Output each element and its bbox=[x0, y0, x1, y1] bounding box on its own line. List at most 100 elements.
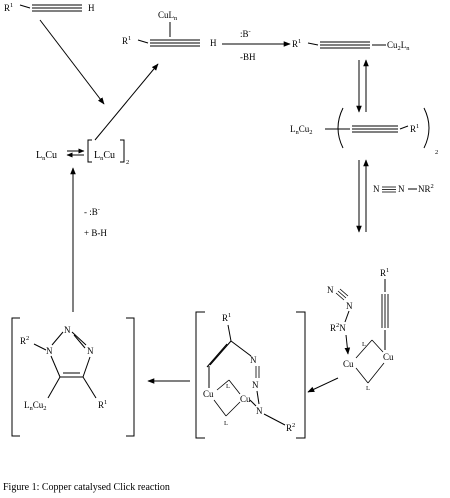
pi-complex-cu-label: CuLn bbox=[158, 10, 178, 22]
click-reaction-scheme: R1 H CuLn R1 H :B- -BH R1 Cu2Ln bbox=[4, 2, 438, 439]
complex-azide-n-top: N bbox=[327, 285, 334, 295]
triazolide-n-r2-bond bbox=[33, 343, 47, 351]
metallacycle-n1: N bbox=[250, 355, 257, 365]
acetylide-cu-label: Cu2Ln bbox=[387, 40, 410, 52]
metallacycle-n-cu-bond bbox=[249, 399, 257, 407]
triazolide-left-bracket bbox=[11, 317, 20, 437]
dimer-r-bond bbox=[399, 125, 409, 130]
pi-complex-h-label: H bbox=[210, 38, 217, 48]
complex-cu-left: Cu bbox=[343, 359, 354, 369]
copper-pi-complex: CuLn R1 H bbox=[122, 10, 217, 48]
metallacycle-alkene-2 bbox=[206, 343, 228, 368]
metallacycle-alkene-1 bbox=[209, 340, 232, 366]
triazolide-bond-n2-n3-a bbox=[71, 331, 87, 346]
metallacycle-cu-left: Cu bbox=[203, 389, 214, 399]
complex-azide-bond-a bbox=[335, 292, 345, 301]
triazolide-r2-label: R2 bbox=[20, 335, 29, 346]
metallacycle-l-bottom: L bbox=[224, 420, 228, 427]
complex-bridge-2 bbox=[371, 339, 384, 353]
complex-coordination-arrow bbox=[344, 334, 351, 355]
azide-nr2: NR2 bbox=[418, 183, 434, 194]
complex-bridge-1 bbox=[355, 339, 373, 359]
complex-azide-bond-b bbox=[337, 290, 347, 299]
cyclization-arrow bbox=[307, 377, 339, 393]
reprotonation-base-label: - :B- bbox=[84, 206, 100, 217]
dimer-azide-equilibrium bbox=[356, 159, 369, 233]
dimer-r-label: R1 bbox=[410, 123, 419, 134]
deprotonation-base-label: :B- bbox=[240, 28, 251, 39]
catalyst-dimer-count: 2 bbox=[126, 159, 129, 166]
metallacycle-r1-label: R1 bbox=[222, 312, 231, 323]
complex-cu-right: Cu bbox=[383, 352, 394, 362]
metallacycle-bridge-1 bbox=[216, 379, 230, 391]
dimer-cu-label: LnCu2 bbox=[290, 124, 313, 136]
metallacycle-bridge-2 bbox=[228, 379, 241, 395]
metallacycle-l-top: L bbox=[226, 383, 230, 390]
metallacycle-right-bracket bbox=[296, 311, 306, 439]
triazolide-n3: N bbox=[87, 346, 94, 356]
metallacycle-left-bracket bbox=[195, 311, 205, 439]
pi-complex-r-label: R1 bbox=[122, 35, 131, 46]
acetylide-dimer-equilibrium bbox=[356, 59, 369, 113]
triazolide-cu-label: LnCu2 bbox=[24, 400, 47, 412]
metallacycle-n2: N bbox=[252, 380, 259, 390]
dimer-count: 2 bbox=[435, 149, 438, 156]
triazolide-bond-n2-n1 bbox=[51, 331, 64, 346]
metallacycle-n-r2-bond bbox=[263, 413, 286, 426]
catalyst-dimer: LnCu bbox=[94, 150, 115, 162]
triazolide-c-cu-bond bbox=[47, 376, 61, 399]
organic-azide: N N NR2 bbox=[373, 183, 434, 194]
metallacycle-nn-single bbox=[256, 390, 260, 405]
metallacycle-c-n-bond bbox=[230, 340, 252, 357]
complex-azide-n-bond bbox=[344, 310, 350, 323]
acetylide-r-bond bbox=[307, 42, 319, 46]
complex-r1-label: R1 bbox=[380, 267, 389, 278]
copper-acetylide: R1 Cu2Ln bbox=[292, 38, 410, 52]
triazolide-r1-label: R1 bbox=[98, 399, 107, 410]
triazolide-c-r1-bond bbox=[82, 376, 97, 399]
alkyne-r-label: R1 bbox=[4, 2, 13, 13]
alkyne-to-catalyst-arrow bbox=[39, 19, 105, 105]
catalyst-to-pi-complex-arrow bbox=[94, 63, 159, 141]
dimer-left-paren bbox=[337, 107, 344, 149]
complex-azide-bond-c bbox=[339, 288, 349, 297]
copper-acetylide-dimer: LnCu2 R1 2 bbox=[290, 107, 438, 156]
triazolide-bond-n1-c5 bbox=[50, 355, 61, 378]
deprotonation-step: :B- -BH bbox=[222, 28, 291, 62]
complex-r2n-label: R2N bbox=[330, 322, 346, 333]
catalyst-right-bracket bbox=[120, 139, 125, 163]
metallacycle-bridge-3 bbox=[213, 399, 227, 417]
complex-bridge-4 bbox=[367, 362, 385, 384]
azide-copper-complex: R1 Cu N N R2N Cu L L bbox=[327, 267, 394, 392]
complex-l-top: L bbox=[362, 341, 366, 348]
alkyne-single-bond bbox=[19, 4, 31, 9]
copper-metallacycle: R1 N N N R2 Cu Cu L L bbox=[195, 311, 306, 439]
copper-catalyst: LnCu LnCu 2 bbox=[36, 139, 129, 166]
azide-n1: N bbox=[373, 184, 380, 194]
triazolide-n1: N bbox=[46, 346, 53, 356]
complex-bridge-3 bbox=[355, 367, 369, 384]
reprotonation-step: - :B- + B-H bbox=[70, 167, 107, 312]
triazolide-bond-n2-n3-b bbox=[73, 334, 86, 349]
metallacycle-r1-bond bbox=[227, 324, 232, 342]
triazolide-n-top: N bbox=[64, 325, 71, 335]
triazolide-bond-n3-c4 bbox=[82, 356, 91, 378]
reprotonation-acid-label: + B-H bbox=[84, 228, 107, 238]
metallacycle-r2-label: R2 bbox=[286, 422, 295, 433]
triazolide-right-bracket bbox=[126, 317, 135, 437]
catalyst-left-bracket bbox=[87, 139, 92, 163]
acetylide-r-label: R1 bbox=[292, 38, 301, 49]
pi-complex-r-bond bbox=[137, 39, 149, 44]
copper-triazolide: N N N R2 LnCu2 R1 bbox=[11, 317, 135, 437]
dimer-right-paren bbox=[423, 107, 430, 149]
catalyst-monomer: LnCu bbox=[36, 150, 57, 162]
metallacycle-bridge-4 bbox=[225, 401, 241, 417]
metallacycle-cu-right: Cu bbox=[240, 394, 251, 404]
terminal-alkyne: R1 H bbox=[4, 2, 95, 13]
metallacycle-n3: N bbox=[256, 406, 263, 416]
complex-azide-n-mid: N bbox=[346, 301, 353, 311]
figure-caption: Figure 1: Copper catalysed Click reactio… bbox=[3, 482, 170, 493]
azide-n2: N bbox=[398, 184, 405, 194]
alkyne-h-label: H bbox=[88, 3, 95, 13]
complex-l-bottom: L bbox=[366, 385, 370, 392]
